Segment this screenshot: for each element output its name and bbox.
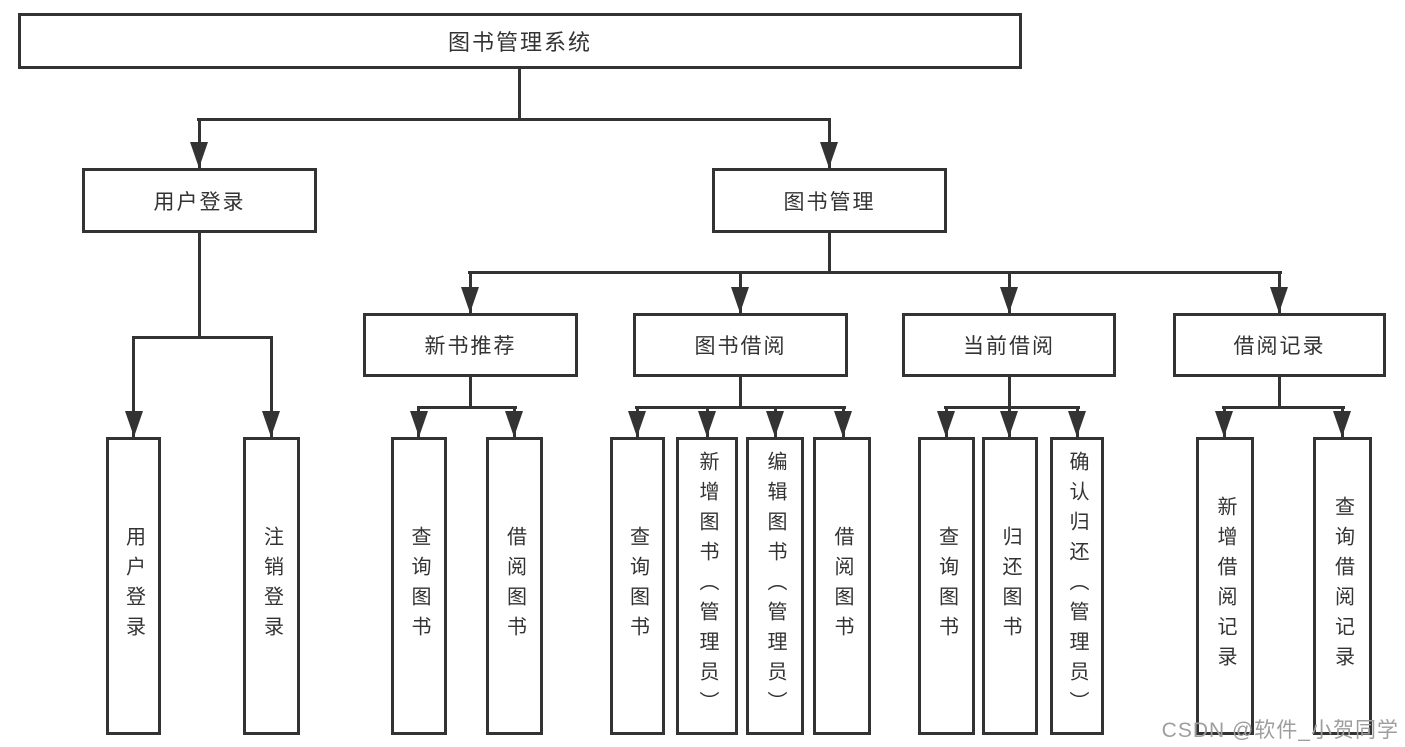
arrow-down-icon: [410, 411, 428, 437]
leaf-query-books-recommend: 查询图书: [391, 437, 447, 735]
connector-bookmgmt-crossbar: [468, 271, 1282, 274]
leaf-borrow-books-recommend: 借阅图书: [486, 437, 543, 735]
connector-g3-stem: [739, 377, 742, 408]
arrow-down-icon: [937, 411, 955, 437]
arrow-down-icon: [1068, 411, 1086, 437]
leaf-query-books-current: 查询图书: [918, 437, 975, 735]
leaf-return-books-label: 归还图书: [999, 526, 1021, 646]
connector-g2-stem: [469, 377, 472, 408]
arrow-down-icon: [698, 411, 716, 437]
arrow-down-icon: [628, 411, 646, 437]
connector-g4-stem: [1008, 377, 1011, 408]
connector-g3-crossbar: [635, 406, 846, 409]
arrow-down-icon: [262, 411, 280, 437]
node-borrowing-records-label: 借阅记录: [1233, 335, 1326, 358]
leaf-logout: 注销登录: [243, 437, 300, 735]
connector-g5-crossbar: [1222, 406, 1345, 409]
leaf-query-books-borrowing: 查询图书: [610, 437, 665, 735]
arrow-down-icon: [1000, 411, 1018, 437]
connector-g2-crossbar: [417, 406, 517, 409]
arrow-down-icon: [834, 411, 852, 437]
arrow-down-icon: [125, 411, 143, 437]
leaf-borrow-books-recommend-label: 借阅图书: [503, 526, 526, 646]
connector-bookmgmt-stem: [828, 233, 831, 274]
node-book-management-label: 图书管理: [783, 190, 876, 214]
arrow-down-icon: [461, 287, 479, 313]
leaf-query-borrow-record-label: 查询借阅记录: [1331, 496, 1354, 676]
connector-root-crossbar: [197, 118, 831, 121]
leaf-add-borrow-record: 新增借阅记录: [1196, 437, 1254, 735]
arrow-down-icon: [820, 142, 838, 168]
leaf-add-books-admin: 新增图书（管理员）: [676, 437, 738, 735]
connector-userlogin-crossbar: [132, 336, 273, 339]
arrow-down-icon: [1333, 411, 1351, 437]
node-user-login-label: 用户登录: [153, 190, 246, 214]
connector-g4-crossbar: [944, 406, 1080, 409]
leaf-confirm-return-admin-label: 确认归还（管理员）: [1066, 451, 1088, 721]
leaf-add-books-admin-label: 新增图书（管理员）: [696, 451, 718, 721]
leaf-edit-books-admin-label: 编辑图书（管理员）: [764, 451, 786, 721]
node-new-book-recommend: 新书推荐: [363, 313, 578, 377]
leaf-edit-books-admin: 编辑图书（管理员）: [746, 437, 804, 735]
arrow-down-icon: [190, 142, 208, 168]
node-book-borrowing: 图书借阅: [633, 313, 848, 377]
connector-root-stem: [518, 69, 521, 118]
connector-drop-logout-leaf: [270, 336, 273, 437]
connector-g5-stem: [1278, 377, 1281, 408]
node-root: 图书管理系统: [18, 13, 1022, 69]
csdn-watermark: CSDN @软件_小贺同学: [1161, 719, 1399, 742]
arrow-down-icon: [505, 411, 523, 437]
arrow-down-icon: [766, 411, 784, 437]
arrow-down-icon: [1000, 287, 1018, 313]
leaf-user-login-label: 用户登录: [122, 526, 145, 646]
node-root-label: 图书管理系统: [447, 30, 592, 55]
node-current-borrowing: 当前借阅: [902, 313, 1116, 377]
leaf-query-books-recommend-label: 查询图书: [408, 526, 430, 646]
node-user-login: 用户登录: [82, 168, 317, 233]
leaf-user-login: 用户登录: [106, 437, 161, 735]
connector-drop-login-leaf: [132, 336, 135, 437]
leaf-return-books: 归还图书: [982, 437, 1038, 735]
connector-userlogin-stem: [198, 233, 201, 337]
node-borrowing-records: 借阅记录: [1173, 313, 1386, 377]
node-current-borrowing-label: 当前借阅: [963, 335, 1055, 358]
node-book-borrowing-label: 图书借阅: [694, 335, 787, 358]
arrow-down-icon: [731, 287, 749, 313]
leaf-query-borrow-record: 查询借阅记录: [1313, 437, 1372, 735]
leaf-add-borrow-record-label: 新增借阅记录: [1214, 496, 1236, 676]
leaf-confirm-return-admin: 确认归还（管理员）: [1050, 437, 1104, 735]
arrow-down-icon: [1215, 411, 1233, 437]
leaf-query-books-current-label: 查询图书: [935, 526, 958, 646]
leaf-logout-label: 注销登录: [260, 526, 283, 646]
node-new-book-recommend-label: 新书推荐: [424, 335, 517, 358]
arrow-down-icon: [1270, 287, 1288, 313]
leaf-borrow-books-label: 借阅图书: [831, 526, 853, 646]
leaf-query-books-borrowing-label: 查询图书: [626, 526, 649, 646]
leaf-borrow-books: 借阅图书: [813, 437, 871, 735]
node-book-management: 图书管理: [712, 168, 947, 233]
